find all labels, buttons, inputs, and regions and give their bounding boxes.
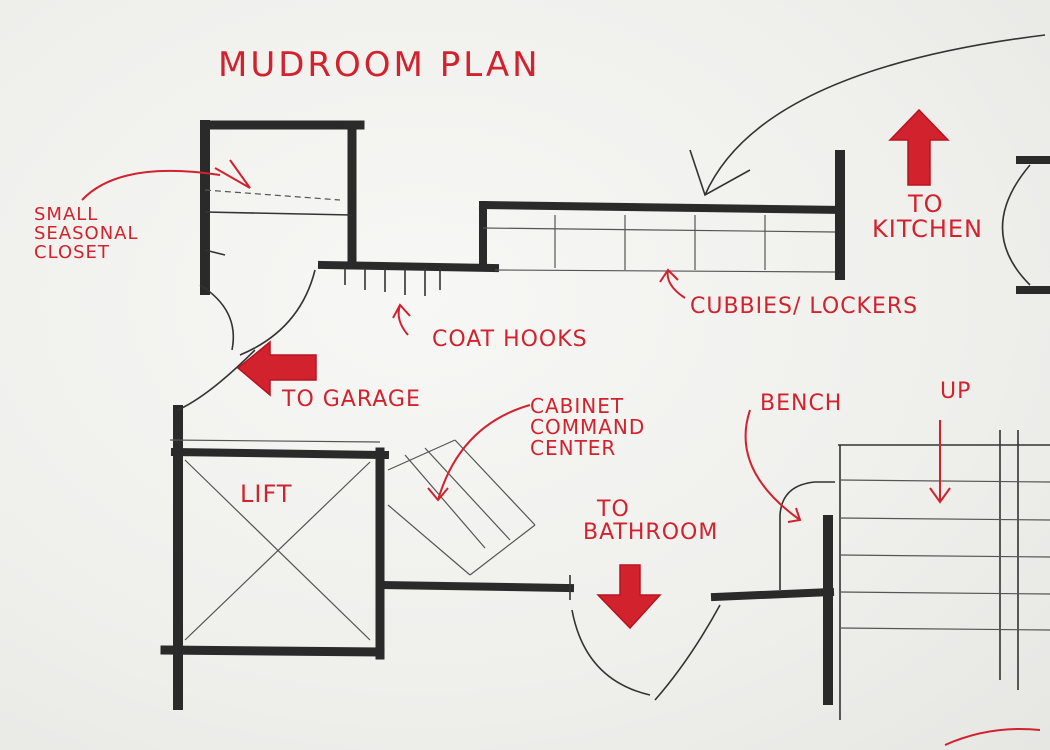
to-garage-label: TO GARAGE [282, 387, 421, 412]
cabinet-label: CABINET COMMAND CENTER [530, 394, 646, 460]
coat-hooks-label: COAT HOOKS [432, 327, 588, 352]
kitchen-door [1001, 156, 1050, 294]
to-bathroom-label: TO BATHROOM [583, 497, 719, 546]
down-arrow-icon [596, 564, 662, 630]
garage-door-swing [177, 349, 256, 411]
closet-pointer-head [214, 159, 251, 189]
closet-walls [199, 120, 365, 356]
closet-pointer [81, 169, 221, 201]
lift-shaft [160, 405, 390, 710]
up-arrow-icon [888, 108, 950, 186]
to-kitchen-label: TO KITCHEN [872, 190, 983, 244]
cabinet-pointer [427, 404, 531, 502]
cubbies-pointer [659, 268, 686, 299]
left-arrow-icon [236, 340, 317, 397]
bench-pointer [744, 409, 802, 523]
cabinet-command-center [387, 439, 536, 576]
bench-stairs [779, 430, 1050, 720]
closet-label: SMALL SEASONAL CLOSET [34, 204, 139, 263]
up-label: UP [940, 379, 972, 404]
pointer-arrowhead [689, 149, 751, 197]
cubbies-lockers [478, 150, 845, 280]
bathroom-wall [375, 575, 835, 701]
coat-hooks-wall [317, 260, 500, 296]
lift-label: LIFT [240, 480, 293, 508]
bottom-right-mark [944, 728, 1041, 746]
bench-label: BENCH [760, 391, 843, 416]
up-arrow [929, 420, 951, 504]
pointer-curve [704, 34, 1046, 196]
cubbies-label: CUBBIES/ LOCKERS [690, 294, 919, 319]
coat-hooks-pointer [392, 303, 411, 336]
page-title: MUDROOM PLAN [218, 45, 541, 85]
